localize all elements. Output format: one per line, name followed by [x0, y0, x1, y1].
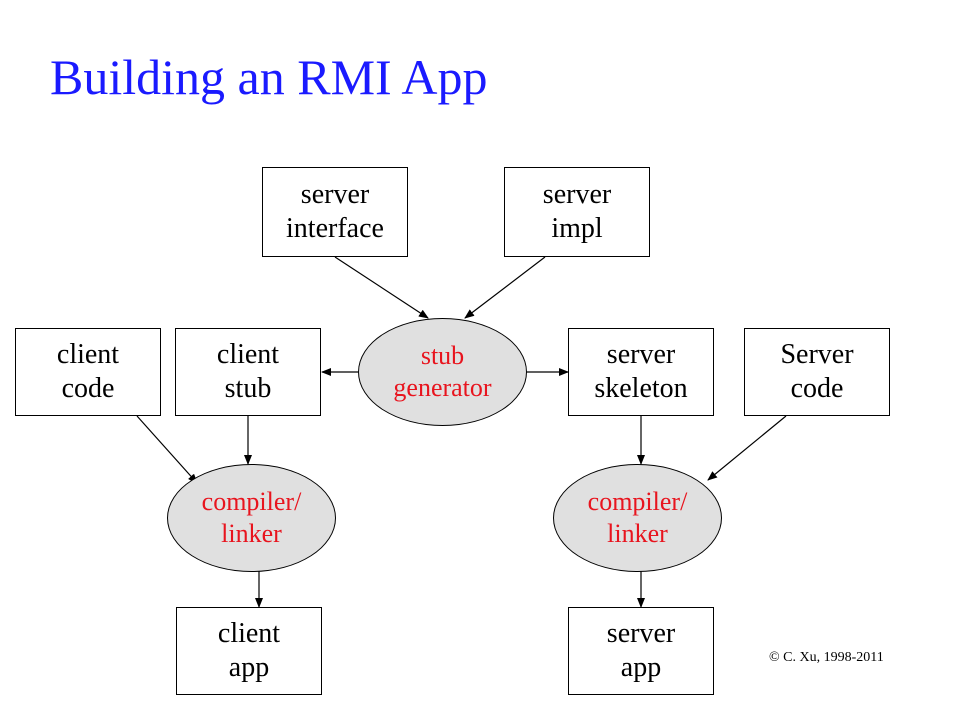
client-app-line2: app: [228, 652, 270, 683]
server-app-box: server app: [568, 607, 714, 695]
server-skeleton-line1: server: [606, 339, 676, 371]
edge-client-code-to-compiler: [136, 415, 198, 484]
server-code-line2: code: [790, 373, 844, 404]
client-compiler-line1: compiler/: [201, 486, 302, 516]
server-impl-line1: server: [542, 179, 612, 211]
server-code-line1: Server: [780, 339, 854, 371]
server-app-line1: server: [606, 618, 676, 650]
server-code-box: Server code: [744, 328, 890, 416]
client-stub-line1: client: [216, 339, 280, 371]
copyright-notice: © C. Xu, 1998-2011: [769, 650, 884, 665]
client-stub-line2: stub: [224, 373, 272, 404]
client-code-box: client code: [15, 328, 161, 416]
client-code-line2: code: [61, 373, 115, 404]
page-title: Building an RMI App: [50, 49, 488, 105]
server-skeleton-line2: skeleton: [594, 373, 688, 404]
server-interface-line1: server: [300, 179, 370, 211]
edge-server-code-to-compiler: [707, 415, 787, 481]
edge-server-interface-to-stub-generator: [334, 256, 429, 319]
server-skeleton-box: server skeleton: [568, 328, 714, 416]
server-compiler-line1: compiler/: [587, 486, 688, 516]
client-app-line1: client: [217, 618, 281, 650]
client-app-box: client app: [176, 607, 322, 695]
server-app-line2: app: [620, 652, 662, 683]
server-impl-line2: impl: [551, 213, 603, 244]
server-compiler-linker-oval: compiler/ linker: [553, 464, 722, 572]
stub-generator-oval: stub generator: [358, 318, 527, 426]
edge-server-impl-to-stub-generator: [464, 256, 546, 319]
server-interface-box: server interface: [262, 167, 408, 257]
server-compiler-line2: linker: [607, 519, 668, 548]
client-stub-box: client stub: [175, 328, 321, 416]
client-compiler-line2: linker: [221, 519, 282, 548]
stub-generator-line1: stub: [420, 340, 465, 370]
server-interface-line2: interface: [286, 213, 384, 244]
stub-generator-line2: generator: [393, 373, 492, 402]
client-code-line1: client: [56, 339, 120, 371]
server-impl-box: server impl: [504, 167, 650, 257]
client-compiler-linker-oval: compiler/ linker: [167, 464, 336, 572]
